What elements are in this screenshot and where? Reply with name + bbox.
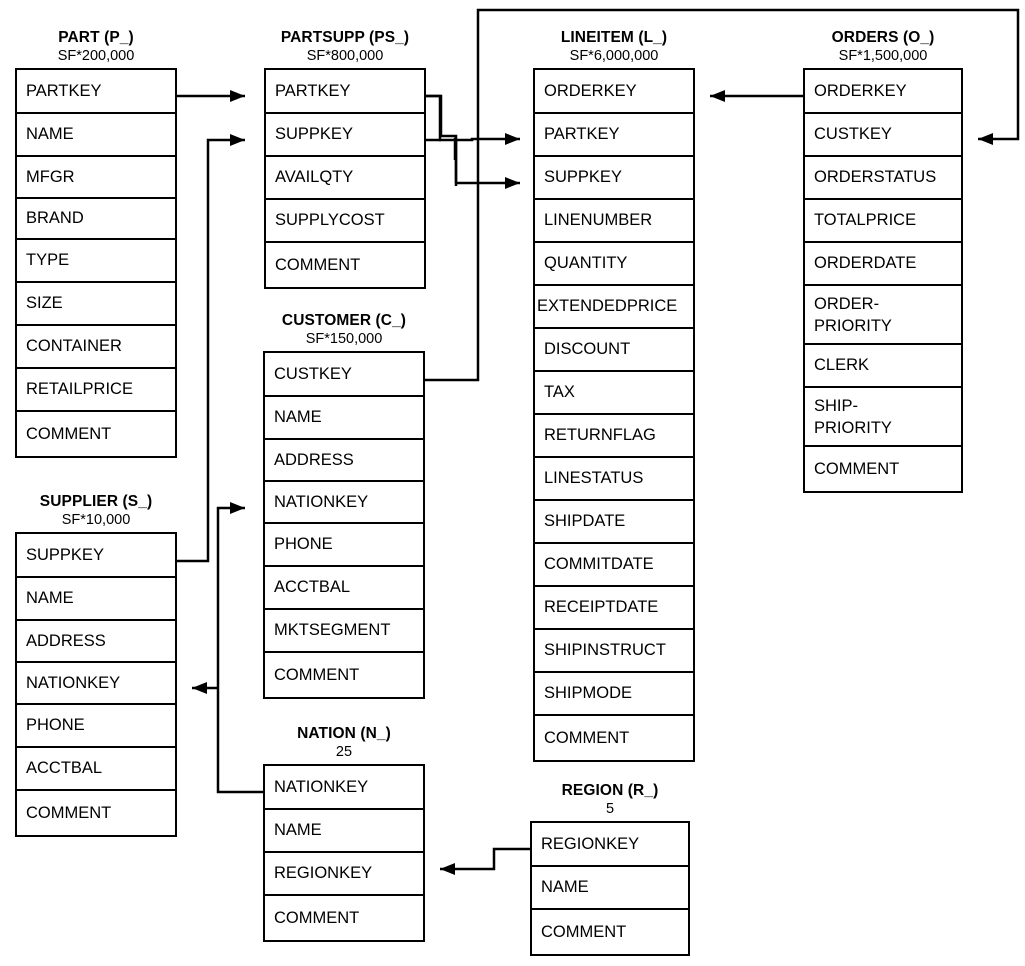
field-partsupp-supplycost: SUPPLYCOST <box>266 200 424 243</box>
entity-lineitem-title: LINEITEM (L_) <box>560 29 668 46</box>
entity-region: REGION (R_) 5 REGIONKEY NAME COMMENT <box>530 781 690 956</box>
field-orders-orderdate: ORDERDATE <box>805 243 961 286</box>
entity-customer: CUSTOMER (C_) SF*150,000 CUSTKEY NAME AD… <box>263 311 425 699</box>
entity-lineitem-box: ORDERKEY PARTKEY SUPPKEY LINENUMBER QUAN… <box>533 68 695 762</box>
field-lineitem-linestatus: LINESTATUS <box>535 458 693 501</box>
field-customer-name: NAME <box>265 397 423 440</box>
entity-part-title: PART (P_) <box>58 29 134 46</box>
entity-partsupp-title: PARTSUPP (PS_) <box>280 29 410 46</box>
field-region-regionkey: REGIONKEY <box>532 823 688 867</box>
field-part-partkey: PARTKEY <box>17 70 175 114</box>
entity-supplier: SUPPLIER (S_) SF*10,000 SUPPKEY NAME ADD… <box>15 492 177 837</box>
field-supplier-nationkey: NATIONKEY <box>17 663 175 705</box>
field-lineitem-partkey: PARTKEY <box>535 114 693 157</box>
entity-partsupp-box: PARTKEY SUPPKEY AVAILQTY SUPPLYCOST COMM… <box>264 68 426 289</box>
field-lineitem-returnflag: RETURNFLAG <box>535 415 693 458</box>
entity-nation-cardinality: 25 <box>335 744 353 760</box>
field-nation-nationkey: NATIONKEY <box>265 766 423 810</box>
edge-region-nation <box>440 847 530 875</box>
field-orders-orderstatus: ORDERSTATUS <box>805 157 961 200</box>
field-supplier-suppkey: SUPPKEY <box>17 534 175 578</box>
field-lineitem-orderkey: ORDERKEY <box>535 70 693 114</box>
field-lineitem-receiptdate: RECEIPTDATE <box>535 587 693 630</box>
field-part-brand: BRAND <box>17 199 175 240</box>
entity-part-cardinality: SF*200,000 <box>57 48 135 64</box>
entity-supplier-title: SUPPLIER (S_) <box>39 493 153 510</box>
field-lineitem-discount: DISCOUNT <box>535 329 693 372</box>
entity-orders-box: ORDERKEY CUSTKEY ORDERSTATUS TOTALPRICE … <box>803 68 963 493</box>
field-partsupp-suppkey: SUPPKEY <box>266 114 424 157</box>
edge-partsupp-merge-a <box>426 94 458 186</box>
field-lineitem-tax: TAX <box>535 372 693 415</box>
field-orders-orderkey: ORDERKEY <box>805 70 961 114</box>
field-orders-clerk: CLERK <box>805 345 961 388</box>
entity-lineitem: LINEITEM (L_) SF*6,000,000 ORDERKEY PART… <box>533 28 695 762</box>
edge-supplier-partsupp <box>177 134 245 563</box>
field-lineitem-shipinstruct: SHIPINSTRUCT <box>535 630 693 673</box>
field-lineitem-shipmode: SHIPMODE <box>535 673 693 716</box>
field-customer-phone: PHONE <box>265 524 423 567</box>
entity-supplier-cardinality: SF*10,000 <box>61 512 131 528</box>
entity-nation-title: NATION (N_) <box>297 725 391 742</box>
field-supplier-acctbal: ACCTBAL <box>17 748 175 791</box>
field-region-name: NAME <box>532 867 688 910</box>
edge-partsupp-lineitem-partkey <box>426 94 457 160</box>
field-customer-acctbal: ACCTBAL <box>265 567 423 610</box>
field-part-type: TYPE <box>17 240 175 283</box>
field-supplier-phone: PHONE <box>17 705 175 748</box>
field-part-retailprice: RETAILPRICE <box>17 369 175 412</box>
entity-region-cardinality: 5 <box>605 801 615 817</box>
entity-orders-cardinality: SF*1,500,000 <box>838 48 928 64</box>
field-lineitem-shipdate: SHIPDATE <box>535 501 693 544</box>
field-part-name: NAME <box>17 114 175 157</box>
field-nation-comment: COMMENT <box>265 896 423 940</box>
field-supplier-name: NAME <box>17 578 175 621</box>
entity-partsupp: PARTSUPP (PS_) SF*800,000 PARTKEY SUPPKE… <box>264 28 426 289</box>
entity-customer-box: CUSTKEY NAME ADDRESS NATIONKEY PHONE ACC… <box>263 351 425 699</box>
field-part-comment: COMMENT <box>17 412 175 456</box>
field-orders-custkey: CUSTKEY <box>805 114 961 157</box>
field-lineitem-suppkey: SUPPKEY <box>535 157 693 200</box>
field-nation-name: NAME <box>265 810 423 853</box>
field-customer-mktsegment: MKTSEGMENT <box>265 610 423 653</box>
field-lineitem-comment: COMMENT <box>535 716 693 760</box>
field-part-mfgr: MFGR <box>17 157 175 199</box>
entity-nation: NATION (N_) 25 NATIONKEY NAME REGIONKEY … <box>263 724 425 942</box>
edge-nation-customer <box>216 502 263 794</box>
field-part-size: SIZE <box>17 283 175 326</box>
entity-part-box: PARTKEY NAME MFGR BRAND TYPE SIZE CONTAI… <box>15 68 177 458</box>
field-part-container: CONTAINER <box>17 326 175 369</box>
entity-orders-title: ORDERS (O_) <box>831 29 935 46</box>
entity-partsupp-cardinality: SF*800,000 <box>306 48 384 64</box>
field-orders-orderpriority: ORDER- PRIORITY <box>805 286 961 345</box>
field-partsupp-availqty: AVAILQTY <box>266 157 424 200</box>
field-supplier-comment: COMMENT <box>17 791 175 835</box>
entity-lineitem-cardinality: SF*6,000,000 <box>569 48 659 64</box>
field-lineitem-quantity: QUANTITY <box>535 243 693 286</box>
entity-region-box: REGIONKEY NAME COMMENT <box>530 821 690 956</box>
entity-customer-cardinality: SF*150,000 <box>305 331 383 347</box>
field-lineitem-extendedprice: EXTENDEDPRICE <box>535 286 693 329</box>
field-customer-address: ADDRESS <box>265 440 423 482</box>
field-orders-shippriority: SHIP- PRIORITY <box>805 388 961 447</box>
entity-customer-title: CUSTOMER (C_) <box>281 312 407 329</box>
field-customer-nationkey: NATIONKEY <box>265 482 423 524</box>
field-supplier-address: ADDRESS <box>17 621 175 663</box>
entity-supplier-box: SUPPKEY NAME ADDRESS NATIONKEY PHONE ACC… <box>15 532 177 837</box>
field-partsupp-partkey: PARTKEY <box>266 70 424 114</box>
entity-nation-box: NATIONKEY NAME REGIONKEY COMMENT <box>263 764 425 942</box>
field-lineitem-commitdate: COMMITDATE <box>535 544 693 587</box>
entity-part: PART (P_) SF*200,000 PARTKEY NAME MFGR B… <box>15 28 177 458</box>
field-customer-comment: COMMENT <box>265 653 423 697</box>
field-partsupp-comment: COMMENT <box>266 243 424 287</box>
field-lineitem-linenumber: LINENUMBER <box>535 200 693 243</box>
field-nation-regionkey: REGIONKEY <box>265 853 423 896</box>
entity-region-title: REGION (R_) <box>561 782 659 799</box>
field-region-comment: COMMENT <box>532 910 688 954</box>
field-orders-totalprice: TOTALPRICE <box>805 200 961 243</box>
field-orders-comment: COMMENT <box>805 447 961 491</box>
field-customer-custkey: CUSTKEY <box>265 353 423 397</box>
edge-partsupp-to-l-partkey <box>456 133 520 145</box>
entity-orders: ORDERS (O_) SF*1,500,000 ORDERKEY CUSTKE… <box>803 28 963 493</box>
